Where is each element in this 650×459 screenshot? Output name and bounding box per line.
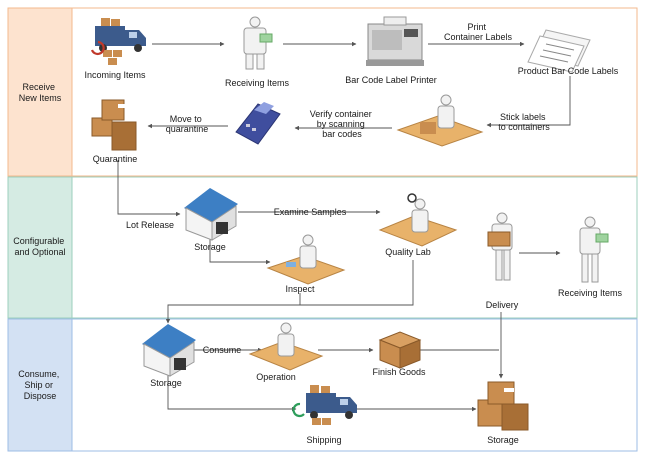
label-storage-right: Storage xyxy=(487,435,519,445)
label-incoming-items: Incoming Items xyxy=(84,70,146,80)
label-quarantine: Quarantine xyxy=(93,154,138,164)
storage-boxes-icon xyxy=(477,381,529,431)
delivery-person-icon xyxy=(487,212,513,281)
label-quality-lab: Quality Lab xyxy=(385,247,431,257)
label-product-bar-code-labels: Product Bar Code Labels xyxy=(518,66,619,76)
label-stick-labels: Stick labels to containers xyxy=(498,112,550,132)
printer-icon xyxy=(366,16,424,66)
person-icon xyxy=(243,16,273,70)
label-move-to-quarantine: Move to quarantine xyxy=(166,114,209,134)
label-verify-container: Verify container by scanning bar codes xyxy=(310,109,375,139)
truck-icon xyxy=(90,18,146,65)
quality-lab-icon xyxy=(378,193,458,247)
shipping-truck-icon xyxy=(292,385,357,425)
storage-house-icon xyxy=(184,188,238,241)
label-receiving-items: Receiving Items xyxy=(225,78,290,88)
receiving-person-icon xyxy=(579,216,609,283)
lane-title-receive: Receive New Items xyxy=(19,82,62,103)
labeling-station-icon xyxy=(396,94,484,147)
finish-goods-box-icon xyxy=(378,331,422,369)
label-examine-samples: Examine Samples xyxy=(274,207,347,217)
label-finish-goods: Finish Goods xyxy=(372,367,426,377)
label-print-container-labels: Print Container Labels xyxy=(444,22,513,42)
operation-station-icon xyxy=(248,322,324,371)
lane-consume: Consume, Ship or Dispose xyxy=(7,318,638,452)
barcode-scanner-icon xyxy=(235,102,281,145)
label-receiving-items-2: Receiving Items xyxy=(558,288,623,298)
label-sheets-icon xyxy=(527,29,591,73)
label-storage: Storage xyxy=(194,242,226,252)
inspect-station-icon xyxy=(266,234,346,285)
lane-configurable: Configurable and Optional xyxy=(7,176,638,319)
quarantine-boxes-icon xyxy=(91,99,137,151)
label-consume: Consume xyxy=(203,345,242,355)
label-printer: Bar Code Label Printer xyxy=(345,75,437,85)
label-delivery: Delivery xyxy=(486,300,519,310)
label-lot-release: Lot Release xyxy=(126,220,174,230)
lane-title-configurable: Configurable and Optional xyxy=(13,236,67,257)
label-inspect: Inspect xyxy=(285,284,315,294)
storage-house-icon-2 xyxy=(142,324,196,377)
label-shipping: Shipping xyxy=(306,435,341,445)
connectors xyxy=(117,41,571,412)
lane-title-consume: Consume, Ship or Dispose xyxy=(18,369,62,401)
label-operation: Operation xyxy=(256,372,296,382)
label-storage-2: Storage xyxy=(150,378,182,388)
